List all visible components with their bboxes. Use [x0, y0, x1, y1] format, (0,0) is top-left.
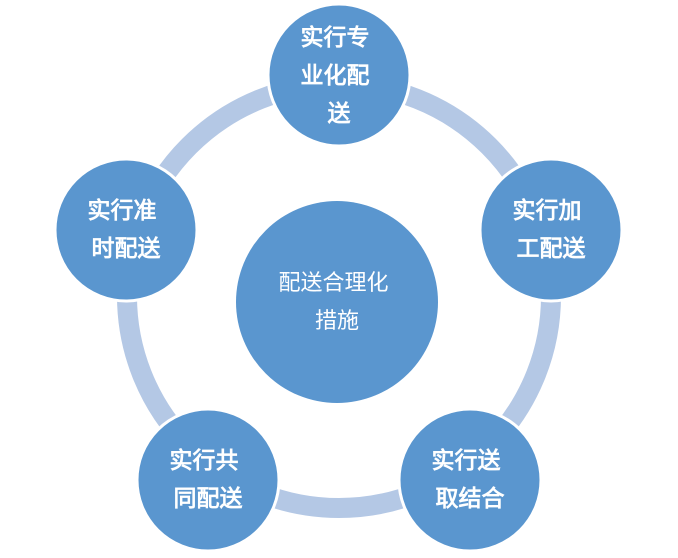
- node-joint-distribution-label: 实行共 同配送: [169, 447, 246, 512]
- node-joint-line-1: 实行共: [169, 447, 238, 474]
- node-specialized-line-1: 实行专: [300, 24, 369, 51]
- node-processing-distribution: 实行加 工配送: [478, 157, 624, 303]
- node-processing-distribution-label: 实行加 工配送: [512, 197, 589, 262]
- node-specialized-distribution-circle: [266, 2, 412, 148]
- node-processing-line-1: 实行加: [512, 197, 581, 224]
- node-joint-line-2: 同配送: [174, 485, 243, 512]
- center-node-label: 配送合理化 措施: [278, 271, 395, 334]
- center-node-line-2: 措施: [315, 309, 359, 334]
- node-just-in-time-line-2: 时配送: [92, 235, 161, 262]
- node-delivery-pickup-combined-label: 实行送 取结合: [431, 447, 508, 512]
- node-delivery-pickup-combined: 实行送 取结合: [397, 407, 543, 553]
- node-processing-line-2: 工配送: [517, 235, 586, 262]
- node-specialized-distribution-label: 实行专 业化配 送: [300, 24, 377, 127]
- node-combined-line-2: 取结合: [436, 485, 506, 512]
- node-specialized-distribution: 实行专 业化配 送: [266, 2, 412, 148]
- center-node: 配送合理化 措施: [236, 201, 438, 403]
- node-specialized-line-2: 业化配: [300, 62, 369, 89]
- node-just-in-time-distribution-label: 实行准 时配送: [87, 197, 164, 262]
- node-processing-distribution-circle: [478, 157, 624, 303]
- node-just-in-time-line-1: 实行准: [87, 197, 156, 224]
- node-joint-distribution: 实行共 同配送: [135, 407, 281, 553]
- node-specialized-line-3: 送: [328, 100, 351, 127]
- center-node-circle: [236, 201, 438, 403]
- center-node-line-1: 配送合理化: [278, 271, 388, 296]
- node-joint-distribution-circle: [135, 407, 281, 553]
- node-just-in-time-distribution: 实行准 时配送: [53, 157, 199, 303]
- node-combined-line-1: 实行送: [431, 447, 500, 474]
- node-delivery-pickup-combined-circle: [397, 407, 543, 553]
- node-just-in-time-distribution-circle: [53, 157, 199, 303]
